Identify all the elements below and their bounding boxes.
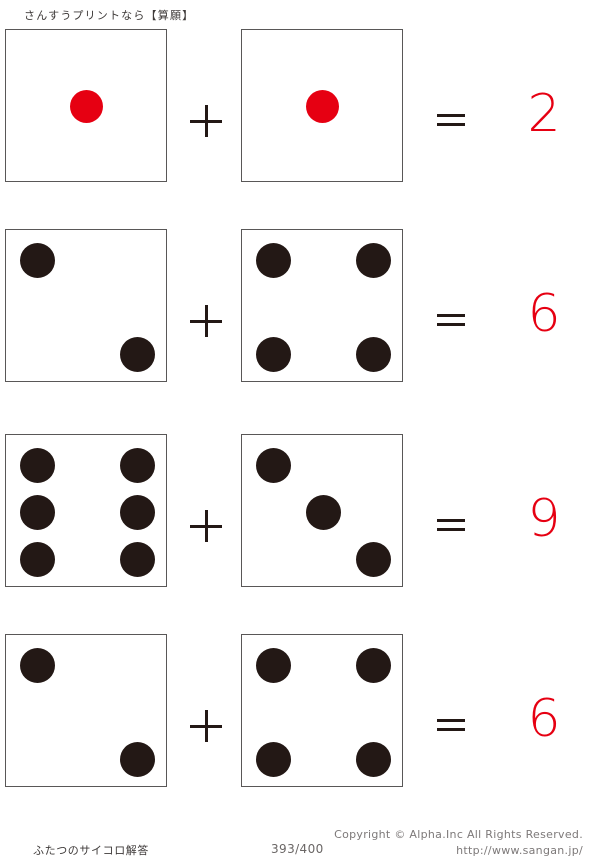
footer-url[interactable]: http://www.sangan.jp/ [456, 844, 583, 857]
die-pip [306, 495, 341, 530]
problem-row: 9 [0, 434, 600, 588]
die-pip [356, 742, 391, 777]
problem-row: 6 [0, 634, 600, 788]
equals-icon [437, 314, 465, 328]
answer-value: 9 [527, 489, 561, 549]
die-pip [70, 90, 103, 123]
answer-value: 6 [527, 689, 561, 749]
die-pip [256, 448, 291, 483]
problem-row: 6 [0, 229, 600, 383]
equals-icon [437, 519, 465, 533]
die-left [5, 634, 167, 787]
die-right [241, 634, 403, 787]
plus-icon [190, 710, 222, 742]
plus-icon [190, 105, 222, 137]
worksheet-header: さんすうプリントなら【算願】 [0, 0, 600, 26]
die-pip [256, 243, 291, 278]
die-pip [256, 742, 291, 777]
footer-sheet-title: ふたつのサイコロ解答 [33, 844, 149, 857]
die-pip [20, 495, 55, 530]
die-left [5, 229, 167, 382]
die-pip [356, 648, 391, 683]
die-pip [20, 542, 55, 577]
die-pip [20, 448, 55, 483]
die-right [241, 29, 403, 182]
page-title: さんすうプリントなら【算願】 [24, 9, 195, 22]
equals-icon [437, 114, 465, 128]
die-right [241, 434, 403, 587]
die-pip [356, 542, 391, 577]
die-pip [120, 448, 155, 483]
die-pip [256, 337, 291, 372]
die-pip [120, 542, 155, 577]
die-pip [120, 742, 155, 777]
die-pip [120, 337, 155, 372]
die-pip [20, 243, 55, 278]
die-pip [306, 90, 339, 123]
die-right [241, 229, 403, 382]
die-left [5, 434, 167, 587]
plus-icon [190, 510, 222, 542]
problem-row: 2 [0, 29, 600, 183]
footer-copyright: Copyright © Alpha.Inc All Rights Reserve… [334, 828, 583, 841]
die-pip [256, 648, 291, 683]
footer-page-number: 393/400 [271, 842, 324, 856]
worksheet-footer: ふたつのサイコロ解答 393/400 Copyright © Alpha.Inc… [0, 800, 600, 859]
equals-icon [437, 719, 465, 733]
problem-list: 2 6 9 6 [0, 29, 600, 788]
die-pip [20, 648, 55, 683]
answer-value: 2 [527, 84, 561, 144]
answer-value: 6 [527, 284, 561, 344]
die-pip [356, 243, 391, 278]
plus-icon [190, 305, 222, 337]
die-pip [356, 337, 391, 372]
die-left [5, 29, 167, 182]
die-pip [120, 495, 155, 530]
